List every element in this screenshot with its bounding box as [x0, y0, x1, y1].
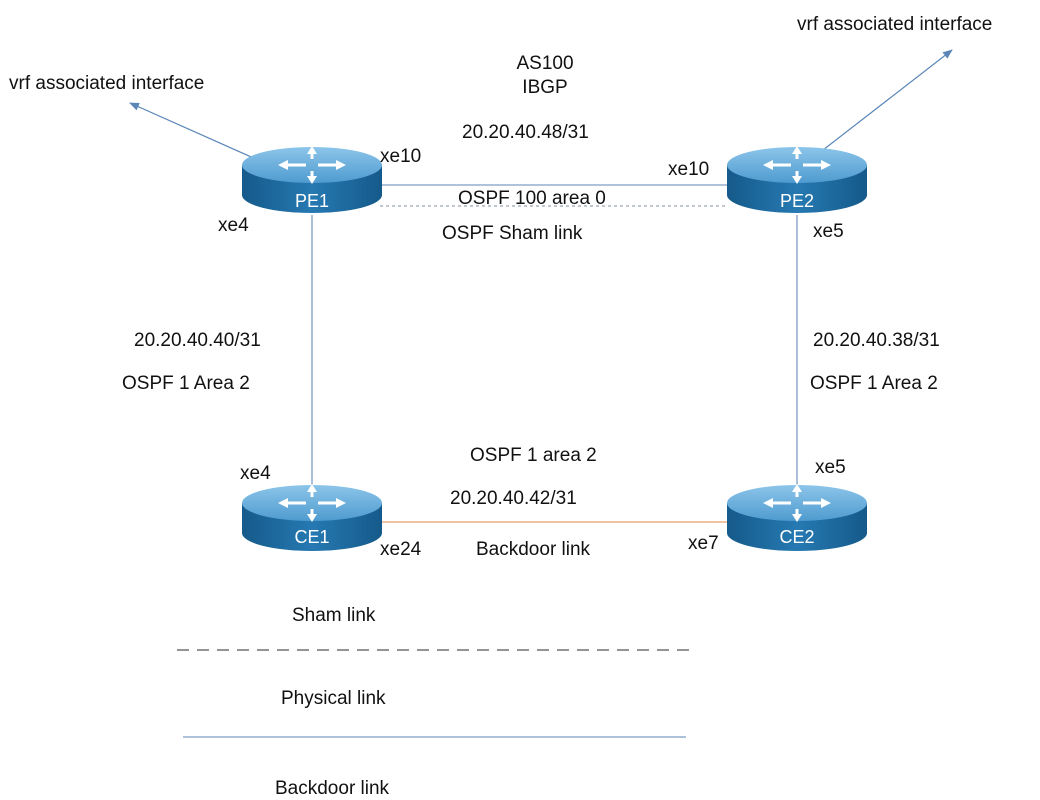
pe2-right-interface: xe5 — [813, 221, 844, 242]
vrf-arrow-right — [822, 49, 953, 151]
router-ce1-label: CE1 — [294, 527, 330, 547]
right-link-subnet: 20.20.40.38/31 — [813, 330, 940, 351]
ce2-top-interface: xe5 — [815, 457, 846, 478]
legend-physical-label: Physical link — [281, 688, 386, 709]
pe1-left-interface: xe4 — [218, 215, 249, 236]
bottom-link-subnet: 20.20.40.42/31 — [450, 488, 577, 509]
right-link-protocol: OSPF 1 Area 2 — [810, 373, 938, 394]
pe2-top-interface: xe10 — [668, 159, 710, 180]
vrf-label-left: vrf associated interface — [9, 73, 205, 94]
legend-backdoor-label: Backdoor link — [275, 778, 390, 799]
ce1-top-interface: xe4 — [240, 463, 271, 484]
pe1-top-interface: xe10 — [380, 146, 422, 167]
router-pe2-label: PE2 — [779, 191, 815, 211]
bottom-link-protocol: OSPF 1 area 2 — [470, 445, 597, 466]
router-ce2-label: CE2 — [779, 527, 815, 547]
backdoor-link-label: Backdoor link — [476, 539, 591, 560]
router-pe1-label: PE1 — [294, 191, 330, 211]
top-link-subnet: 20.20.40.48/31 — [462, 122, 589, 143]
vrf-arrow-left — [129, 102, 259, 161]
left-link-subnet: 20.20.40.40/31 — [134, 330, 261, 351]
left-link-protocol: OSPF 1 Area 2 — [122, 373, 250, 394]
sham-link-label: OSPF Sham link — [442, 223, 583, 244]
ibgp-label: IBGP — [522, 77, 568, 98]
top-link-protocol: OSPF 100 area 0 — [458, 188, 606, 209]
legend-sham-label: Sham link — [292, 605, 376, 626]
vrf-label-right: vrf associated interface — [797, 14, 993, 35]
as-number-label: AS100 — [516, 53, 574, 74]
ce1-bottom-interface: xe24 — [380, 539, 422, 560]
ce2-bottom-interface: xe7 — [688, 533, 719, 554]
